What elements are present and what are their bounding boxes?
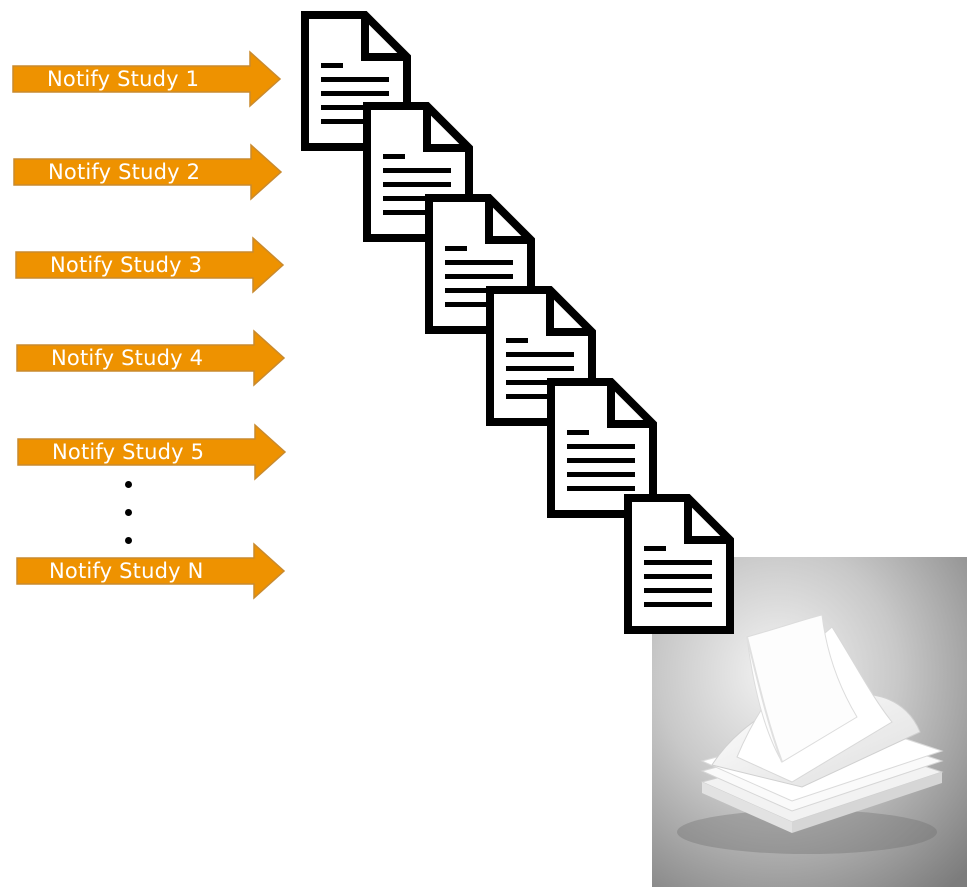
notify-arrow-3: Notify Study 3 bbox=[15, 237, 285, 293]
notify-arrow-n: Notify Study N bbox=[16, 543, 286, 599]
document-icon-shape bbox=[624, 494, 736, 634]
document-icon bbox=[624, 494, 736, 634]
ellipsis-dot bbox=[125, 481, 132, 488]
notify-arrow-label: Notify Study 5 bbox=[17, 424, 204, 480]
notify-arrow-5: Notify Study 5 bbox=[17, 424, 287, 480]
ellipsis-dot bbox=[125, 509, 132, 516]
notify-arrow-label: Notify Study 3 bbox=[15, 237, 202, 293]
notify-arrow-2: Notify Study 2 bbox=[13, 144, 283, 200]
notify-arrow-1: Notify Study 1 bbox=[12, 51, 282, 107]
notify-arrow-label: Notify Study 2 bbox=[13, 144, 200, 200]
notify-arrow-4: Notify Study 4 bbox=[16, 330, 286, 386]
notify-arrow-label: Notify Study 1 bbox=[12, 51, 199, 107]
notify-arrow-label: Notify Study N bbox=[16, 543, 204, 599]
notify-arrow-label: Notify Study 4 bbox=[16, 330, 203, 386]
